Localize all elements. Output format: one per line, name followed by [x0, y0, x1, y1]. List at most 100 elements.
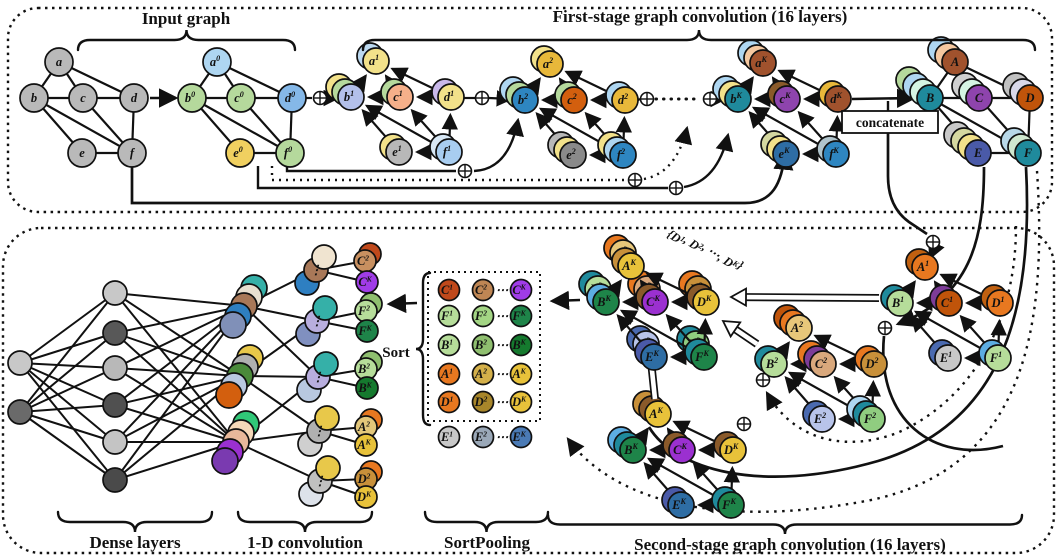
graph-node-circle: [511, 86, 539, 114]
graph-node-circle: [202, 47, 232, 77]
dense-wire: [19, 411, 116, 481]
second-stage-layer1-graph-node-f: F1: [978, 339, 1012, 372]
layer1-graph-node-d: d1: [431, 78, 465, 111]
graph-node-circle: [559, 141, 587, 169]
oplus-icon: [755, 372, 771, 388]
graph-node-label: EK: [644, 349, 659, 364]
graph-node-label: f: [130, 146, 136, 160]
hollow-arrowhead-icon: [729, 287, 747, 308]
graph-node-label: A2: [790, 320, 803, 335]
sorted-node-label: AK: [511, 367, 526, 382]
concatenated-graph-node-f: F: [1000, 127, 1042, 167]
aggregation-symbols: [312, 90, 941, 432]
second-stage-layer2-graph-node-b: B2: [754, 345, 788, 378]
graph-node-label: DK: [696, 294, 712, 309]
graph-node-circle: [860, 350, 888, 378]
graph-node-circle: [117, 138, 147, 168]
graph-node-circle: [911, 253, 939, 281]
graph-node-circle: [44, 47, 74, 77]
conv-feature-circle: [211, 447, 239, 475]
sorted-node-circle: [471, 425, 495, 449]
second-stage-layerK-graph-node-e: EK: [661, 486, 695, 519]
oplus-icon: [627, 172, 643, 188]
layerK-graph-node-c: cK: [767, 80, 801, 113]
dense-wire: [114, 292, 241, 377]
graph-node-label: d1: [444, 89, 454, 104]
graph-node-label: F1: [989, 350, 1002, 365]
graph-node-circle: [719, 436, 747, 464]
flow-arrow: [851, 88, 917, 109]
second-stage-layer2-graph-node-a: A2: [773, 304, 813, 342]
sorted-node-circle: [509, 278, 533, 302]
sorted-node-circle: [437, 425, 461, 449]
stacked-layers-front-graph-node-e: EK: [634, 338, 668, 371]
stacked-layers-front-graph-node-f: FK: [684, 338, 718, 371]
second-stage-layer2-graph-node-d: D2: [854, 345, 888, 378]
graph-node-circle: [177, 83, 207, 113]
dense-neuron-circle: [7, 399, 33, 425]
graph-node-label: a: [56, 55, 62, 69]
dense-wire: [19, 362, 116, 369]
graph-node-label: E: [973, 146, 982, 160]
concatenated-graph-node-d: D: [1002, 72, 1044, 112]
graph-node-label: d0: [285, 90, 295, 105]
sort-label: Sort: [382, 345, 410, 361]
sorted-node-label: EK: [511, 430, 526, 445]
graph-node-circle: [640, 343, 668, 371]
sorted-node-label: E2: [474, 430, 487, 445]
graph-node-label: F2: [863, 411, 876, 426]
ellipsis-label: ⋯: [496, 338, 509, 352]
skip-connection: [886, 133, 928, 236]
graph-node-circle: [692, 288, 720, 316]
ellipsis-label: ⋯: [496, 430, 509, 444]
ellipsis-label: ⋯: [496, 367, 509, 381]
layerK-graph-node-f: fK: [816, 135, 850, 168]
sorted-node-circle: [471, 362, 495, 386]
graph-node-label: fK: [829, 146, 839, 161]
layerK-graph-node-a: aK: [737, 39, 777, 77]
conv-pair-k-label: DK: [356, 490, 372, 505]
layer1-graph-node-b: b1: [325, 73, 365, 111]
graph-node-circle: [225, 138, 255, 168]
dense-wire: [19, 292, 116, 364]
dotted-container-top: [6, 6, 1054, 214]
vertical-ellipsis-label: ⋮: [311, 314, 324, 328]
concatenated-graph-node-a: A: [927, 36, 969, 76]
dense-neuron-circle: [7, 350, 33, 376]
graph-node-circle: [337, 83, 365, 111]
concatenated-graph-node-e: E: [943, 121, 992, 167]
graph-node-label: f2: [617, 147, 625, 162]
graph-node-circle: [785, 314, 813, 342]
conv-mid-stack: ⋮: [297, 405, 340, 457]
conv-pair-k-label: BK: [357, 381, 372, 396]
conv1d-title: 1-D convolution: [247, 533, 363, 552]
dense-wire: [114, 404, 237, 443]
conv-left-stack: [211, 410, 260, 475]
dense-wire: [114, 292, 237, 443]
graph-node-label: a0: [210, 54, 220, 69]
graph-node-circle: [886, 289, 914, 317]
sorted-node-label: DK: [511, 395, 527, 410]
under-brace: [236, 510, 374, 533]
graph-node-label: d2: [618, 92, 628, 107]
sorted-node-circle: [471, 333, 495, 357]
layerK-graph-node-d: dK: [818, 80, 852, 113]
graph-node-circle: [536, 50, 564, 78]
graph-node-label: aK: [755, 55, 767, 70]
sorted-node-label: B2: [474, 338, 487, 353]
sorted-node-circle: [437, 333, 461, 357]
graph-node-circle: [644, 400, 672, 428]
sorted-node-label: A2: [474, 367, 487, 382]
conv-pair-k-label: FK: [357, 324, 372, 339]
graph-node-circle: [617, 252, 645, 280]
dense-wire: [114, 305, 245, 334]
